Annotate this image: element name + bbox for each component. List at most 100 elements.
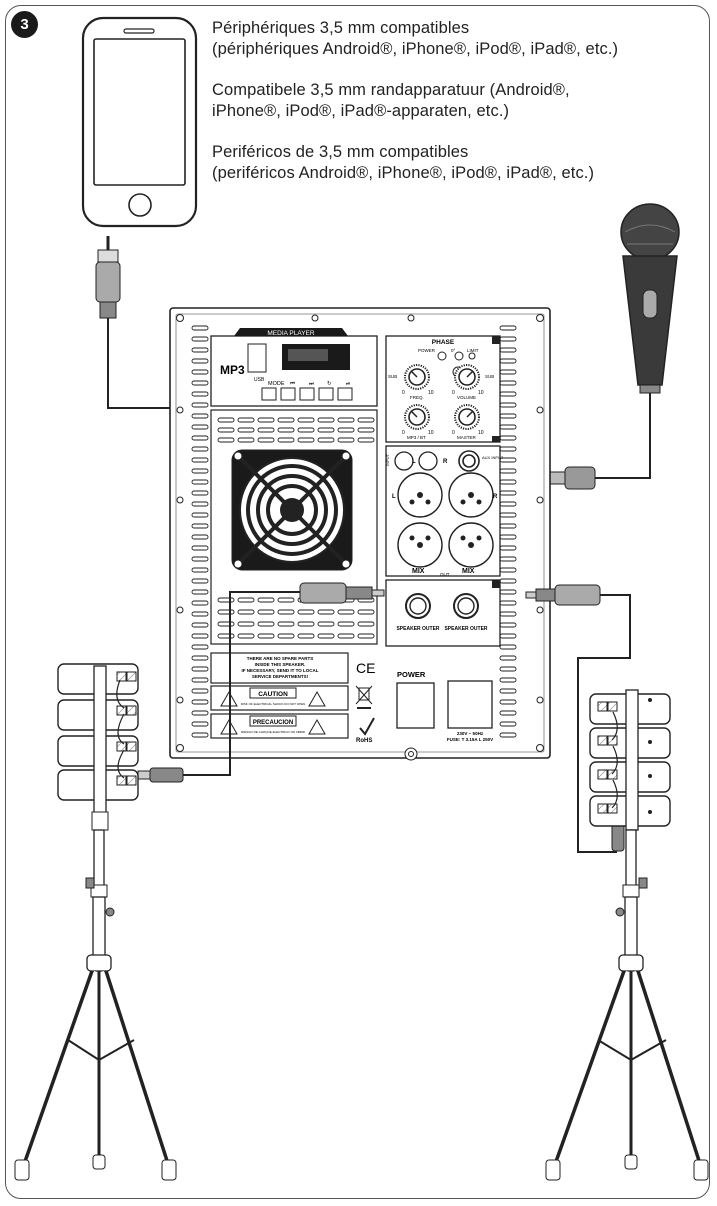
media-player-label: MEDIA PLAYER [267,330,315,337]
power-led-label: POWER [418,348,436,353]
vent-slot [277,609,295,615]
ce-mark: CE [356,660,375,676]
knob-mp3-min: 0 [402,430,405,436]
vent-slot [499,688,517,694]
vent-slot [317,633,335,639]
vent-slot [217,633,235,639]
vent-slot [191,688,209,694]
warning-line-1: THERE ARE NO SPARE PARTS [247,656,313,661]
aux-input-label: AUX INPUT [482,455,504,460]
vent-slot [297,437,315,443]
caution-label: CAUTION [258,691,288,698]
vent-slot [191,336,209,342]
vent-slot [217,427,235,433]
warning-line-2: INSIDE THIS SPEAKER. [255,662,306,667]
input-l-label: L [412,459,416,465]
vent-slot [499,501,517,507]
left-speaker-cable [137,582,385,783]
vent-slot [499,369,517,375]
sub-label-right: SUB [485,374,494,379]
vent-slot [357,417,375,423]
vent-slot [337,609,355,615]
power-switch[interactable] [396,682,435,729]
xlr-r-label: R [493,494,498,500]
vent-slot [257,633,275,639]
caution-sub-label: RISK OF ELECTRICAL SHOCK DO NOT OPEN [241,702,306,706]
vent-slot [499,358,517,364]
power-label: POWER [397,670,426,679]
vent-slot [191,600,209,606]
rca-input-right[interactable] [418,451,438,471]
vent-slot [499,380,517,386]
caption-french: Périphériques 3,5 mm compatibles (périph… [212,19,619,58]
power-inlet[interactable] [447,680,493,729]
vent-slot [217,597,235,603]
xlr-mix-in-right[interactable] [448,472,494,518]
xlr-l-label: L [392,494,396,500]
vent-slot [237,609,255,615]
knob-master-min: 0 [452,430,455,436]
step-number-badge: 3 [11,11,38,38]
play-pause-button-label: ⏯ [346,381,350,387]
caption-spanish: Periféricos de 3,5 mm compatibles (perif… [212,143,595,182]
vent-slot [191,512,209,518]
vent-slot [277,437,295,443]
vent-slot [191,699,209,705]
precaucion-label-box [210,713,349,739]
control-module [385,335,501,443]
vent-slot [191,457,209,463]
repeat-button-label: ↻ [327,380,332,387]
vent-slot [499,699,517,705]
vent-slot [191,490,209,496]
vent-slot [191,644,209,650]
knob-volume-max: 10 [478,390,484,396]
vent-slot [191,523,209,529]
out-label: OUT [440,572,450,577]
vent-slot [191,589,209,595]
vent-slot [499,402,517,408]
vent-slot [191,468,209,474]
knob-freq[interactable] [404,364,430,390]
warning-triangle-icon [308,690,326,707]
vent-slot [191,710,209,716]
vent-slot [499,490,517,496]
vent-slot [237,417,255,423]
vent-slot [499,677,517,683]
vent-slot [499,589,517,595]
rohs-label: RoHS [356,738,372,744]
rca-input-left[interactable] [394,451,414,471]
vent-slot [191,556,209,562]
mix-in-label: MIX [412,568,425,575]
vent-slot [499,633,517,639]
next-button[interactable] [299,387,315,401]
repeat-button[interactable] [318,387,334,401]
vent-slot [297,427,315,433]
prev-button[interactable] [280,387,296,401]
mode-button[interactable] [261,387,277,401]
right-speaker-stack [589,689,671,831]
prev-button-label: ⏮ [290,381,295,387]
microphone-icon [519,203,680,490]
play-pause-button[interactable] [337,387,353,401]
vent-slot [191,380,209,386]
caution-label-box [210,685,349,711]
knob-volume[interactable] [454,364,480,390]
input-label: INPUT [385,453,390,466]
vent-slot [237,437,255,443]
freq-label: FREQ. [410,395,424,400]
knob-master[interactable] [454,404,480,430]
knob-mp3-bt[interactable] [404,404,430,430]
vent-slot [357,609,375,615]
vent-slot [191,446,209,452]
xlr-mix-out-right[interactable] [448,522,494,568]
rating-label: 230V ~ 50Hz [457,731,484,736]
xlr-mix-in-left[interactable] [397,472,443,518]
vent-slot [277,597,295,603]
vent-slot [317,609,335,615]
fuse-label: FUSE: T 3.15A L 250V [447,737,493,742]
xlr-mix-out-left[interactable] [397,522,443,568]
vent-slot [191,325,209,331]
vent-slot [191,501,209,507]
vent-slot [257,597,275,603]
vent-slot [217,621,235,627]
